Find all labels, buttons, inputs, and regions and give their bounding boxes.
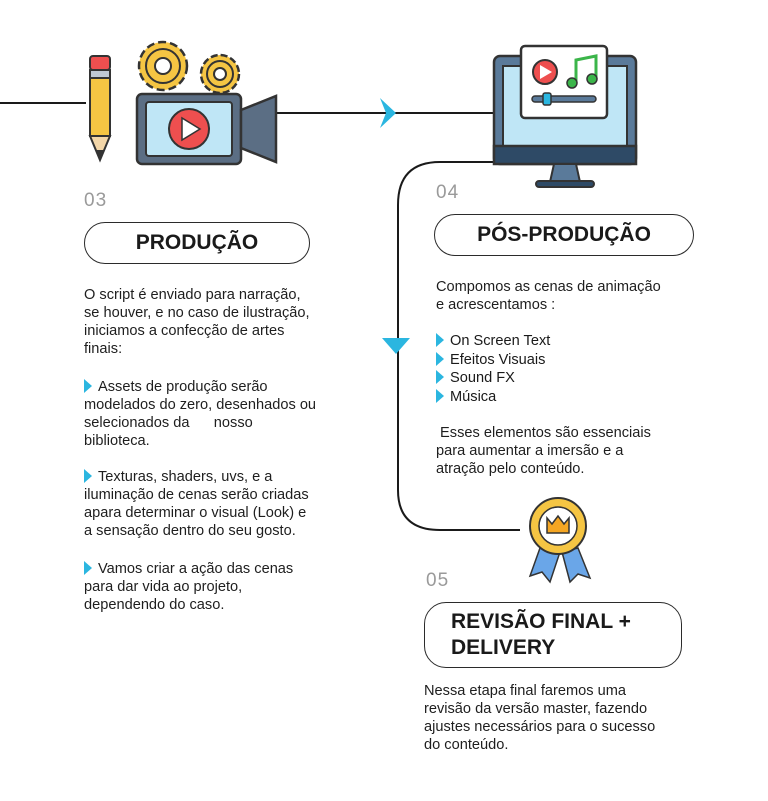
bullet-arrow-icon (436, 370, 444, 384)
bullet-arrow-icon (436, 351, 444, 366)
bullet-text: iluminação de cenas serão criadas (84, 487, 309, 503)
bullet-text: dependendo do caso. (84, 597, 225, 613)
bullet-text: Vamos criar a ação das cenas (98, 561, 294, 577)
music-note-icon (566, 54, 598, 89)
list-item: Música (436, 388, 550, 407)
bullet-arrow-icon (84, 379, 92, 393)
step-number-05: 05 (426, 570, 450, 591)
bullet-text: biblioteca. (84, 433, 150, 449)
bullet-text: selecionados da nosso (84, 415, 253, 431)
step-title-pos-producao: PÓS-PRODUÇÃO (434, 214, 694, 256)
step04-outro-line: Esses elementos são essenciais (436, 425, 651, 441)
step-title-revisao-final: REVISÃO FINAL + DELIVERY (424, 602, 682, 668)
step03-intro-line: finais: (84, 341, 123, 357)
step03-intro-line: O script é enviado para narração, (84, 287, 301, 303)
title-line: REVISÃO FINAL + (451, 610, 631, 633)
step05-line: ajustes necessários para o sucesso (424, 719, 656, 735)
step05-line: do conteúdo. (424, 737, 509, 753)
step04-outro-line: para aumentar a imersão e a (436, 443, 624, 459)
monitor-icon (492, 44, 638, 188)
step05-description: Nessa etapa final faremos uma revisão da… (424, 682, 734, 754)
step04-item-list: On Screen Text Efeitos Visuais Sound FX … (436, 332, 550, 406)
pencil-icon (88, 55, 112, 163)
step-number-04: 04 (436, 182, 460, 203)
gears-icon (137, 40, 241, 95)
bullet-arrow-icon (84, 469, 92, 483)
bullet-text: Texturas, shaders, uvs, e a (98, 469, 273, 485)
step05-line: Nessa etapa final faremos uma (424, 683, 626, 699)
bullet-text: modelados do zero, desenhados ou (84, 397, 317, 413)
list-item: On Screen Text (436, 332, 550, 351)
step03-bullet-3: Vamos criar a ação das cenas para dar vi… (84, 560, 374, 614)
list-item-label: Sound FX (450, 370, 515, 386)
step-title-producao: PRODUÇÃO (84, 222, 310, 264)
list-item-label: On Screen Text (450, 333, 551, 349)
bullet-arrow-icon (84, 561, 92, 575)
award-ribbon-icon (528, 497, 592, 584)
step03-intro-line: iniciamos a confecção de artes (84, 323, 285, 339)
bullet-arrow-icon (436, 388, 444, 403)
bullet-text: Assets de produção serão (98, 379, 268, 395)
list-item-label: Música (450, 388, 497, 405)
step03-intro-line: se houver, e no caso de ilustração, (84, 305, 310, 321)
step03-bullet-1: Assets de produção serão modelados do ze… (84, 378, 374, 450)
step04-outro-line: atração pelo conteúdo. (436, 461, 585, 477)
list-item-label: Efeitos Visuais (450, 351, 546, 368)
step04-intro: Compomos as cenas de animação e acrescen… (436, 278, 736, 314)
step03-description: O script é enviado para narração, se hou… (84, 286, 374, 358)
title-line: DELIVERY (451, 636, 556, 659)
step04-intro-line: e acrescentamos : (436, 297, 556, 313)
step04-intro-line: Compomos as cenas de animação (436, 279, 661, 295)
arrow-right-icon (380, 98, 396, 128)
step-number-03: 03 (84, 190, 108, 211)
bullet-text: para dar vida ao projeto, (84, 579, 243, 595)
video-camera-icon (135, 92, 278, 166)
step03-bullet-2: Texturas, shaders, uvs, e a iluminação d… (84, 468, 374, 540)
bullet-text: a sensação dentro do seu gosto. (84, 523, 296, 539)
step04-outro: Esses elementos são essenciais para aume… (436, 424, 736, 478)
list-item: Efeitos Visuais (436, 351, 550, 370)
bullet-text: apara determinar o visual (Look) e (84, 505, 307, 521)
step05-line: revisão da versão master, fazendo (424, 701, 648, 717)
list-item: Sound FX (436, 369, 550, 388)
bullet-arrow-icon (436, 333, 444, 347)
arrow-down-icon (382, 338, 410, 354)
